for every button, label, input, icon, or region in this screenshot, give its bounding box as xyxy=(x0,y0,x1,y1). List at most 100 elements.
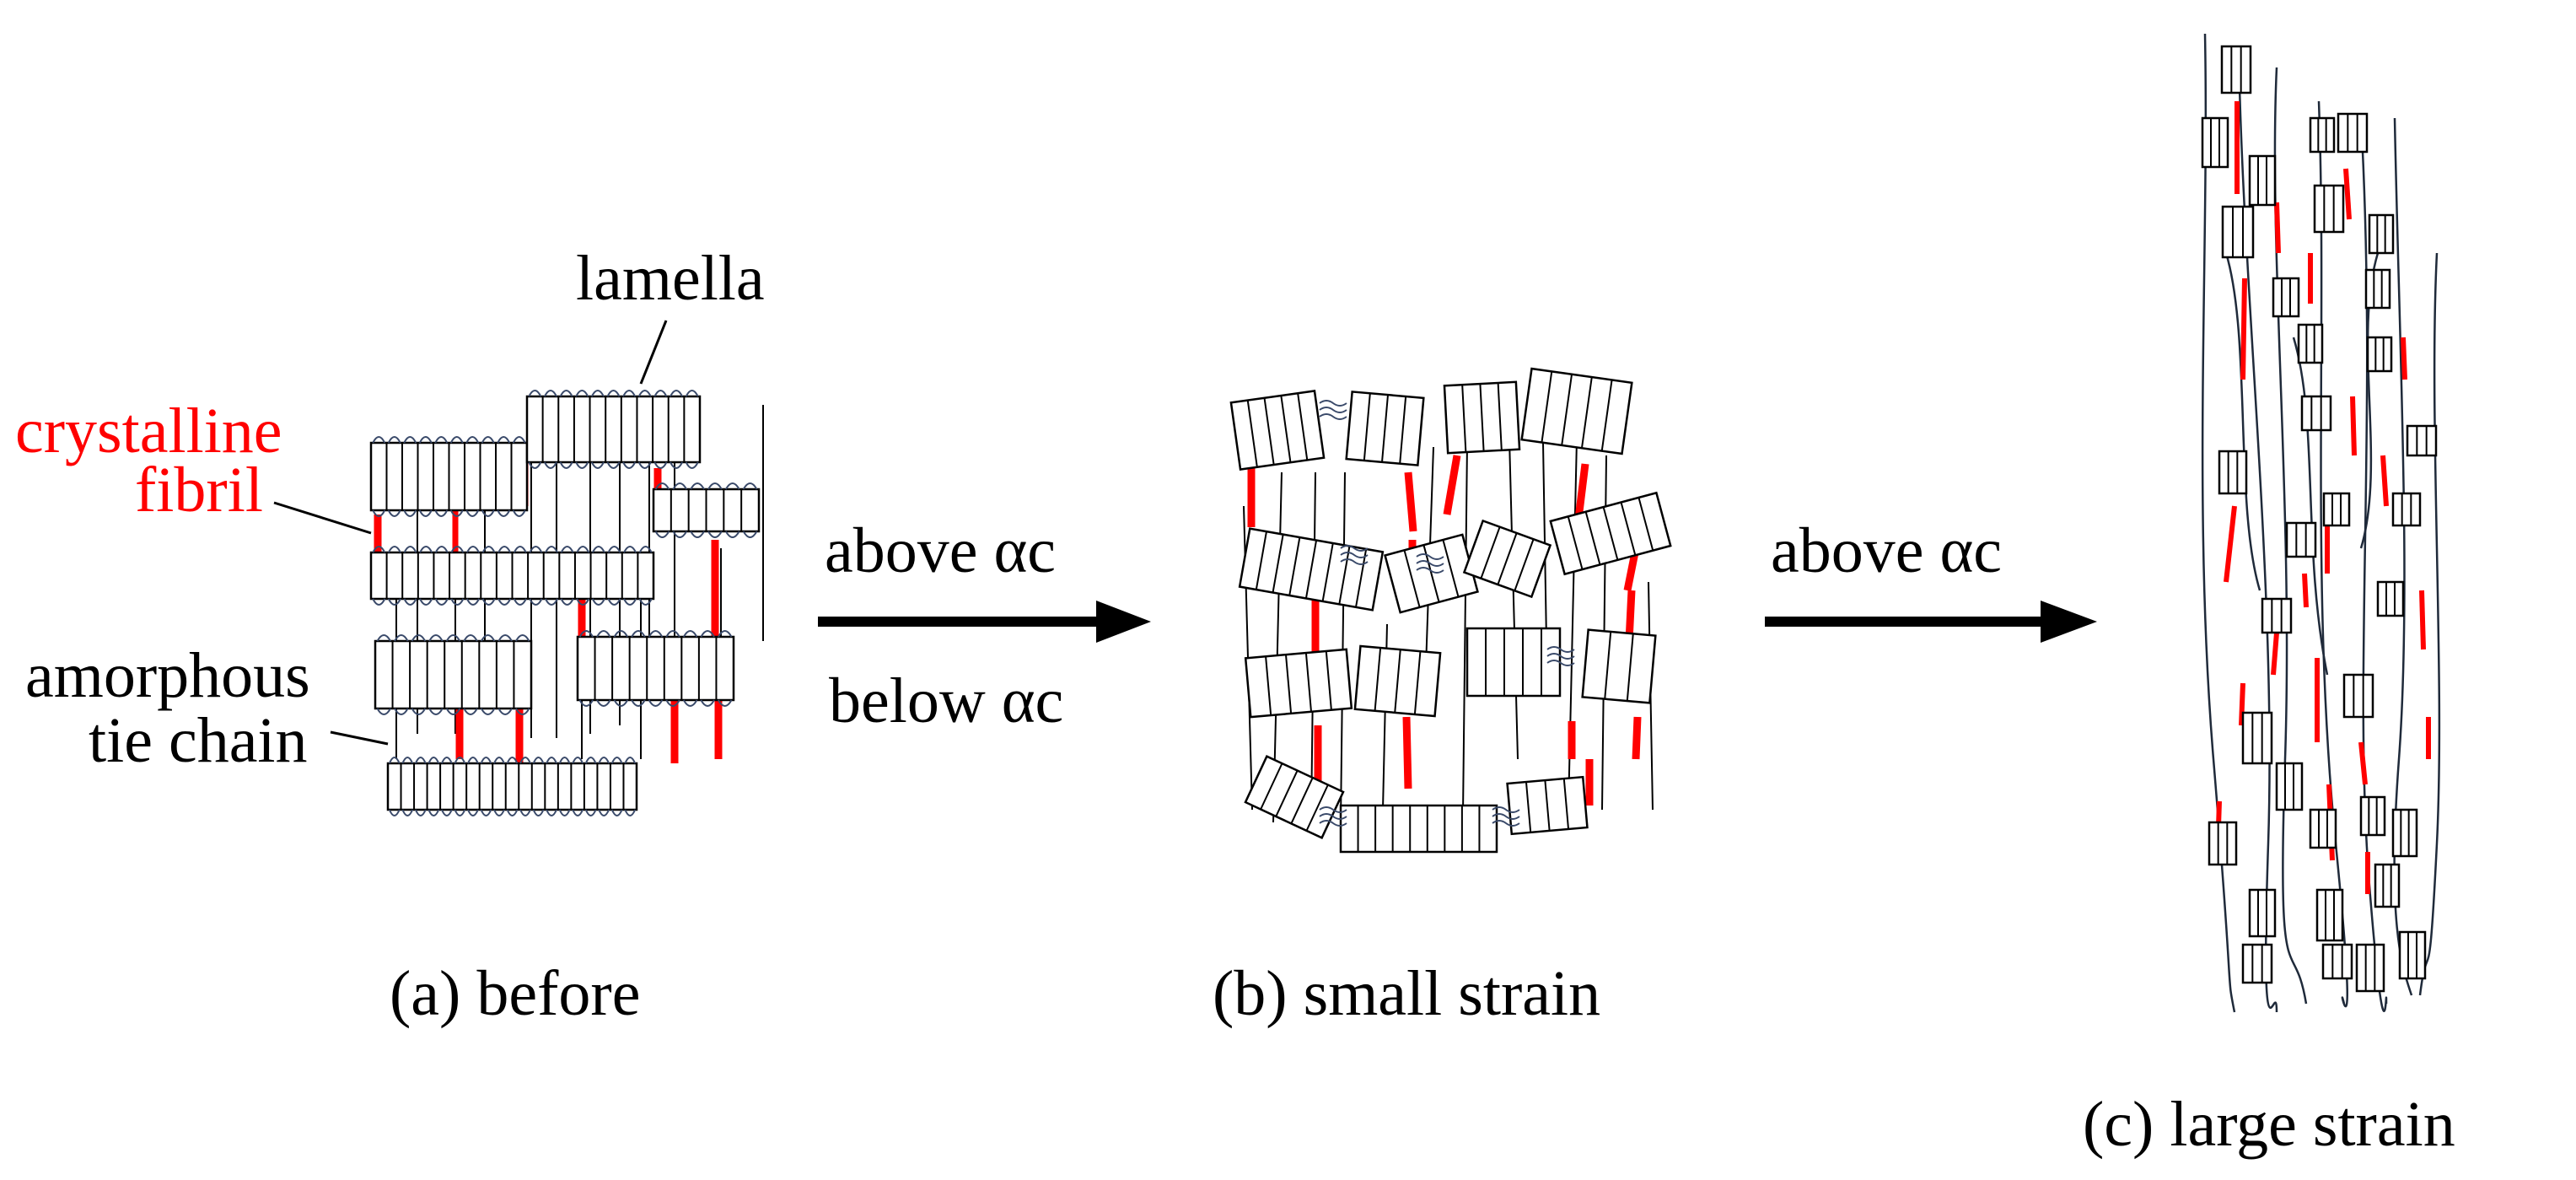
panel-c-large-strain-structure xyxy=(2201,33,2441,1013)
chain-fold-loops xyxy=(372,546,653,606)
lamella-block xyxy=(2220,45,2252,94)
lamella-segments xyxy=(1363,393,1407,464)
lamella-segments xyxy=(2210,118,2220,167)
crystalline-fibril xyxy=(2358,741,2368,785)
crushed-chain-folds xyxy=(1416,553,1444,574)
chain-fold-loops xyxy=(528,390,699,469)
lamella-outline xyxy=(2208,821,2238,866)
lamella-outline xyxy=(2248,154,2277,207)
crystalline-fibril xyxy=(2271,632,2279,676)
lamella-segments xyxy=(2401,493,2412,525)
crushed-chain-folds xyxy=(1492,806,1520,827)
lamella-segments xyxy=(670,489,743,531)
lamella-block xyxy=(2355,943,2385,993)
lamella-block xyxy=(1384,533,1479,614)
lamella-segments xyxy=(2323,186,2335,232)
lamella-block xyxy=(369,546,655,606)
crystalline-fibril xyxy=(2240,277,2247,380)
panel-b-small-strain-structure xyxy=(1229,367,1672,854)
lamella-block xyxy=(2321,943,2353,980)
lamella-block xyxy=(2359,795,2386,837)
lamella-segments xyxy=(2400,810,2410,856)
lamella-segments xyxy=(1260,762,1329,832)
lamella-segments xyxy=(2251,945,2263,983)
crystalline-fibril-leader xyxy=(273,501,372,535)
lamella-block xyxy=(374,634,533,715)
amorphous-tie-chain xyxy=(1340,471,1346,823)
lamella-block xyxy=(2364,268,2391,310)
lamella-segments xyxy=(1265,650,1332,716)
amorphous-tie-chain xyxy=(1508,438,1519,760)
crystalline-fibril xyxy=(2380,455,2389,507)
lamella-outline xyxy=(2201,116,2229,169)
lamella-segments xyxy=(2318,810,2328,848)
lamella-block xyxy=(2309,808,2337,849)
crushed-chain-folds xyxy=(1546,646,1575,666)
lamella-block xyxy=(2297,323,2324,364)
amorphous-tie-chain xyxy=(2418,252,2441,996)
lamella-outline xyxy=(2315,888,2344,942)
lamella-block xyxy=(1549,491,1672,576)
amorphous-tie-chain xyxy=(2237,50,2278,1013)
crystalline-fibril xyxy=(1443,455,1461,515)
crushed-chain-folds xyxy=(1340,545,1369,565)
lamella-outline xyxy=(2376,580,2405,617)
crystalline-fibril xyxy=(2239,682,2245,726)
lamella-outline xyxy=(2285,521,2317,558)
chain-fold-loops xyxy=(388,757,637,816)
lamella-block xyxy=(2309,116,2336,154)
lamella-segments xyxy=(1246,393,1309,467)
lamella-block xyxy=(2221,205,2255,259)
lamella-segments xyxy=(2325,890,2335,940)
amorphous-tie-chain xyxy=(2201,33,2236,1013)
lamella-outline xyxy=(374,639,533,710)
lamella-outline xyxy=(2359,795,2386,837)
lamella-block xyxy=(2376,580,2405,617)
lamella-block xyxy=(1520,367,1633,455)
lamella-block xyxy=(2322,492,2351,527)
lamella-segments xyxy=(391,641,515,709)
lamella-block xyxy=(2368,213,2395,255)
lamella-segments xyxy=(2331,493,2342,525)
lamella-outline xyxy=(2218,450,2248,495)
lamella-segments xyxy=(2376,215,2386,253)
lamella-outline xyxy=(2313,184,2345,234)
lamella-block xyxy=(2366,336,2393,373)
lamella-block xyxy=(2261,597,2293,634)
lamella-segments xyxy=(2257,890,2267,936)
lamella-segments xyxy=(385,552,639,599)
lamella-block xyxy=(2208,821,2238,866)
lamella-block xyxy=(2275,762,2304,811)
lamella-leader xyxy=(639,320,668,385)
chain-fold-loops xyxy=(372,436,526,517)
lamella-block xyxy=(2374,863,2401,908)
lamella-segments xyxy=(2368,797,2378,835)
lamella-block xyxy=(2218,450,2248,495)
lamella-segments xyxy=(2230,46,2242,93)
lamella-outline xyxy=(2300,395,2332,432)
crystalline-fibril xyxy=(2302,573,2309,608)
lamella-block xyxy=(2201,116,2229,169)
amorphous-tie-chain xyxy=(2292,337,2329,676)
lamella-outline xyxy=(2322,492,2351,527)
lamella-outline xyxy=(525,395,702,464)
amorphous-tie-chain xyxy=(2224,252,2261,591)
lamella-segments xyxy=(2331,945,2343,978)
lamella-segments xyxy=(2305,325,2315,363)
crystalline-fibril xyxy=(1632,716,1642,760)
lamella-outline xyxy=(2321,943,2353,980)
crystalline-fibril xyxy=(1402,716,1412,789)
lamella-outline xyxy=(1244,755,1345,839)
crystalline-fibril xyxy=(1404,471,1417,532)
lamella-segments xyxy=(2227,451,2239,493)
lamella-outline xyxy=(2261,597,2293,634)
label-leader-lines xyxy=(273,320,668,746)
chain-fold-loops xyxy=(654,482,758,538)
lamella-segments xyxy=(2310,396,2322,430)
arrow1-above-label: above αc xyxy=(825,515,1057,586)
crystalline-fibril-label-line2: fibril xyxy=(135,455,263,525)
lamella-segments xyxy=(2347,114,2358,152)
chain-fold-loops xyxy=(578,630,733,707)
tie-chain-leader xyxy=(330,730,389,746)
crystalline-fibril xyxy=(2419,590,2426,650)
